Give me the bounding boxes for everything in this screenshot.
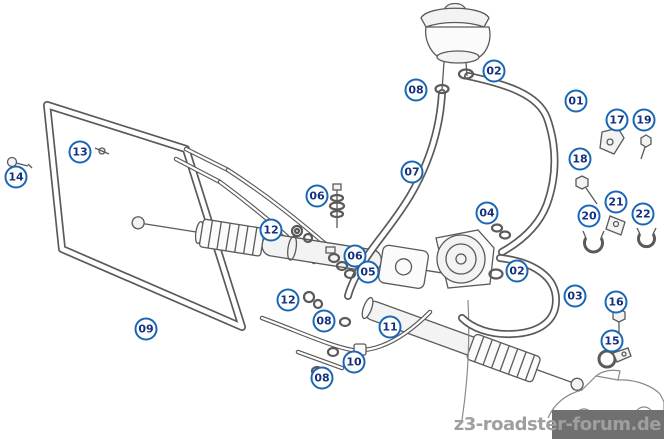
- watermark-text: z3-roadster-forum.de: [453, 414, 662, 435]
- callout-02: 02: [482, 59, 506, 83]
- callout-04: 04: [475, 201, 499, 225]
- callout-02: 02: [505, 259, 529, 283]
- callout-17: 17: [605, 108, 629, 132]
- callout-12: 12: [259, 218, 283, 242]
- callout-22: 22: [631, 202, 655, 226]
- reservoir-art: [420, 2, 491, 95]
- right-hardware-art: [575, 127, 657, 369]
- pump-art: [435, 223, 512, 289]
- centre-fittings-art: [259, 183, 433, 377]
- callout-12: 12: [276, 288, 300, 312]
- callout-15: 15: [600, 329, 624, 353]
- callout-14: 14: [4, 165, 28, 189]
- callout-05: 05: [356, 260, 380, 284]
- callout-09: 09: [134, 317, 158, 341]
- watermark-box: [552, 410, 664, 439]
- fixing-parts-art: [6, 147, 110, 169]
- callout-16: 16: [604, 290, 628, 314]
- rack-lower-art: [361, 296, 584, 391]
- hose-art: [344, 72, 560, 339]
- callout-11: 11: [378, 315, 402, 339]
- callout-21: 21: [604, 190, 628, 214]
- callout-08: 08: [312, 309, 336, 333]
- callout-20: 20: [577, 204, 601, 228]
- callout-10: 10: [342, 350, 366, 374]
- callout-08: 08: [404, 78, 428, 102]
- callout-03: 03: [563, 284, 587, 308]
- return-line-art: [461, 299, 470, 421]
- callout-18: 18: [568, 147, 592, 171]
- callout-07: 07: [400, 160, 424, 184]
- callout-08: 08: [310, 366, 334, 390]
- callout-06: 06: [305, 184, 329, 208]
- callout-01: 01: [564, 89, 588, 113]
- callout-19: 19: [632, 108, 656, 132]
- callout-13: 13: [68, 140, 92, 164]
